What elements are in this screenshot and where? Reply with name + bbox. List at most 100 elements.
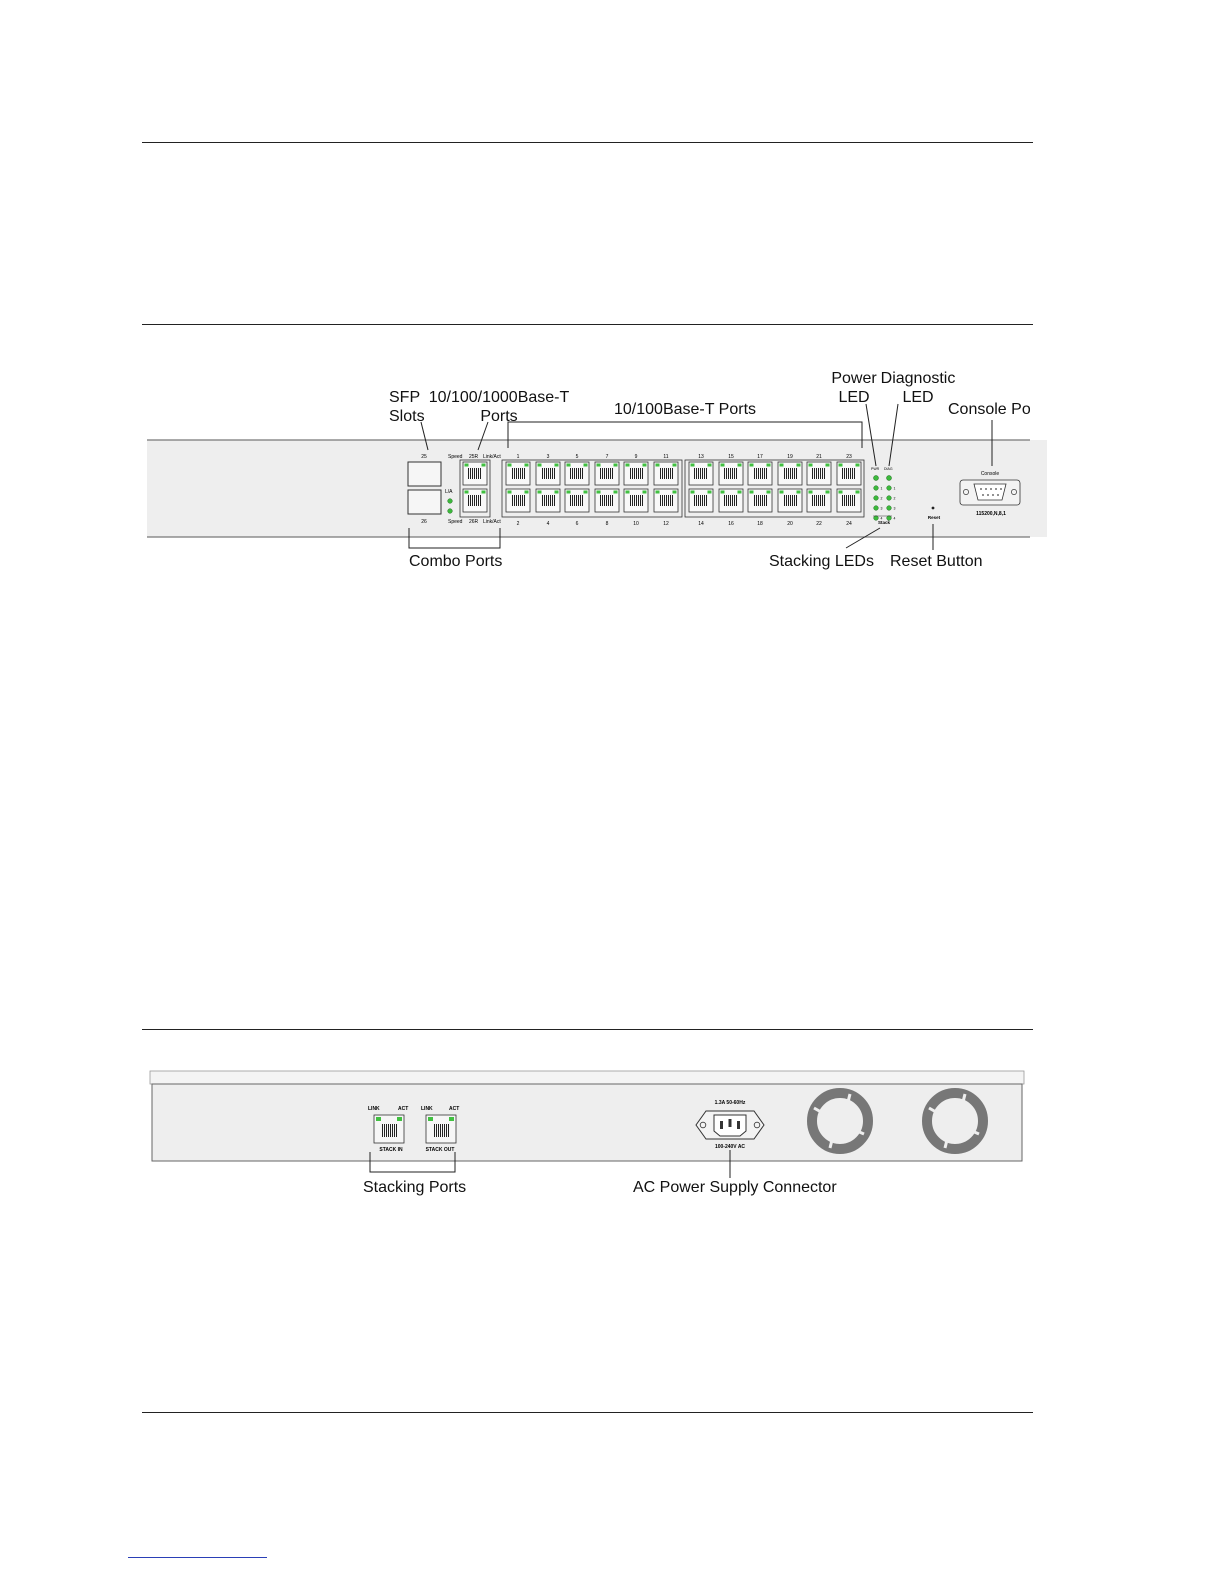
front-panel-svg: 25 26 L/A Speed 25R Link/Act Speed 26R L… (147, 403, 1047, 550)
callout-diag-line1: Diagnostic (880, 370, 956, 387)
sfp-label-25: 25 (421, 454, 427, 460)
bracket-fast-ports (507, 421, 863, 448)
sfp-slot-25[interactable] (407, 461, 442, 487)
rule-bottom (142, 1412, 1033, 1413)
pwr-label: PWR (871, 467, 880, 471)
rj45-port-17[interactable] (747, 461, 773, 486)
console-label: Console (981, 471, 1000, 477)
port-number-6: 6 (576, 521, 579, 527)
port-number-3: 3 (547, 454, 550, 460)
rj45-port-21[interactable] (806, 461, 832, 486)
rj45-port-23[interactable] (836, 461, 862, 486)
rj45-port-4[interactable] (535, 488, 561, 513)
rj45-port-20[interactable] (777, 488, 803, 513)
fan-vent-1-icon (807, 1088, 873, 1154)
rj45-port-11[interactable] (653, 461, 679, 486)
callout-console-port: Console Port (948, 400, 1030, 419)
rj45-port-19[interactable] (777, 461, 803, 486)
rule-top (142, 142, 1033, 143)
port-group-1-12 (501, 459, 683, 518)
callout-sfp-slots: SFP Slots (389, 388, 425, 426)
callout-stacking-ports: Stacking Ports (363, 1179, 467, 1196)
sfp-label-26: 26 (421, 519, 427, 525)
stack-led-number-2: 2 (881, 497, 883, 501)
power-led (873, 475, 879, 481)
port-number-16: 16 (728, 521, 734, 527)
rj45-port-14[interactable] (688, 488, 714, 513)
act-label-1: ACT (398, 1106, 408, 1112)
callout-gig-line1: 10/100/1000Base-T (428, 389, 570, 406)
callout-diag-led: Diagnostic LED (878, 369, 958, 407)
port-number-7: 7 (606, 454, 609, 460)
rj45-port-15[interactable] (718, 461, 744, 486)
port-group-13-24 (684, 459, 865, 518)
port-number-18: 18 (757, 521, 763, 527)
rule-rear-section (142, 1029, 1033, 1030)
fan-vent-2-icon (922, 1088, 988, 1154)
stack-led-number-right-1: 1 (894, 487, 896, 491)
callout-combo-ports: Combo Ports (409, 553, 503, 570)
console-baud-label: 115200,N,8,1 (976, 511, 1006, 517)
port-number-21: 21 (816, 454, 822, 460)
port-25r-label: 25R (469, 454, 479, 460)
sfp-slot-26[interactable] (407, 489, 442, 515)
port-number-24: 24 (846, 521, 852, 527)
stack-led-right-3 (886, 505, 892, 511)
la-led-1 (447, 498, 453, 504)
port-26r-label: 26R (469, 519, 479, 525)
rj45-port-2[interactable] (505, 488, 531, 513)
rj45-port-22[interactable] (806, 488, 832, 513)
rj45-port-1[interactable] (505, 461, 531, 486)
rj45-port-12[interactable] (653, 488, 679, 513)
rj45-port-7[interactable] (594, 461, 620, 486)
ac-power-connector[interactable] (695, 1110, 765, 1140)
rj45-ports (462, 461, 862, 513)
rj45-port-8[interactable] (594, 488, 620, 513)
speed-label-bottom: Speed (448, 519, 463, 525)
bracket-combo-ports (408, 528, 501, 549)
footnote-rule (128, 1557, 267, 1558)
rj45-port-10[interactable] (623, 488, 649, 513)
rj45-port-16[interactable] (718, 488, 744, 513)
stack-led-left-2 (873, 495, 879, 501)
diag-led (886, 475, 892, 481)
port-number-20: 20 (787, 521, 793, 527)
stack-led-number-3: 3 (881, 507, 883, 511)
stack-out-port[interactable] (425, 1114, 457, 1144)
rj45-port-24[interactable] (836, 488, 862, 513)
rj45-port-6[interactable] (564, 488, 590, 513)
callout-reset-button: Reset Button (890, 553, 983, 570)
stack-led-number-right-2: 2 (894, 497, 896, 501)
rj45-port-3[interactable] (535, 461, 561, 486)
rj45-port-26r[interactable] (462, 488, 488, 513)
speed-label-top: Speed (448, 454, 463, 460)
port-number-8: 8 (606, 521, 609, 527)
rear-chassis-lip (149, 1070, 1025, 1085)
reset-button[interactable] (931, 506, 935, 510)
rj45-port-25r[interactable] (462, 461, 488, 486)
console-port[interactable] (959, 479, 1021, 506)
rear-panel-svg: LINK ACT LINK ACT STACK IN STACK OUT 1.3… (149, 1070, 1025, 1178)
stack-led-number-right-4: 4 (894, 517, 896, 521)
stack-in-port[interactable] (373, 1114, 405, 1144)
port-number-1: 1 (517, 454, 520, 460)
port-number-17: 17 (757, 454, 763, 460)
stack-led-number-4: 4 (881, 517, 883, 521)
linkact-label-bottom: Link/Act (483, 519, 501, 525)
la-led-2 (447, 508, 453, 514)
stack-label: Stack (878, 520, 891, 525)
rear-chassis (151, 1083, 1023, 1162)
reset-label: Reset (928, 515, 941, 520)
rule-front-section (142, 324, 1033, 325)
rj45-port-13[interactable] (688, 461, 714, 486)
rj45-port-5[interactable] (564, 461, 590, 486)
voltage-label: 100-240V AC (715, 1144, 745, 1150)
stack-led-right-1 (886, 485, 892, 491)
port-number-15: 15 (728, 454, 734, 460)
rj45-port-18[interactable] (747, 488, 773, 513)
leader-gig (477, 421, 489, 451)
callout-power-line1: Power (831, 370, 877, 387)
rj45-port-9[interactable] (623, 461, 649, 486)
stack-out-label: STACK OUT (426, 1147, 455, 1153)
